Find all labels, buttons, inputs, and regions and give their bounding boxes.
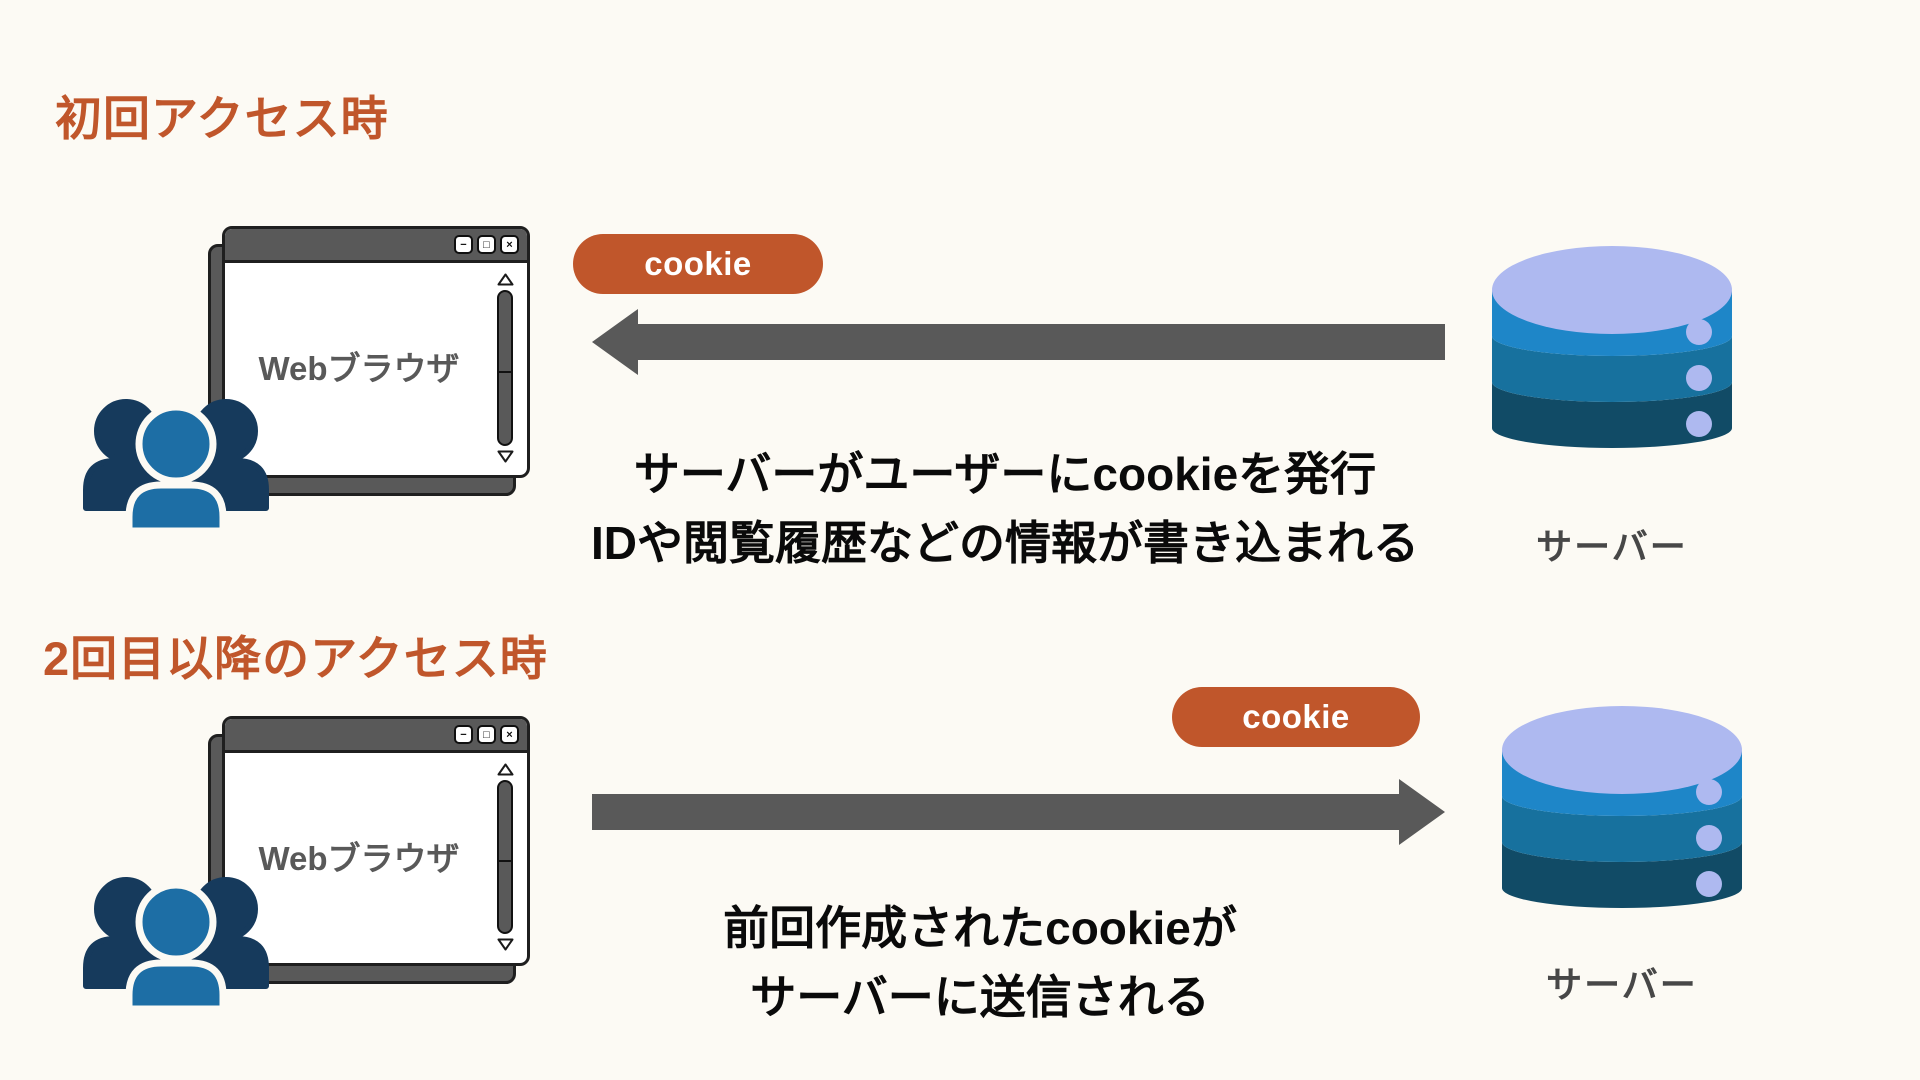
maximize-icon: □	[477, 725, 496, 744]
browser-label: Webブラウザ	[258, 839, 460, 877]
arrow-left-icon	[592, 309, 1445, 375]
caption-line: 前回作成されたcookieが	[723, 902, 1237, 954]
caption-first-access: サーバーがユーザーにcookieを発行 IDや閲覧履歴などの情報が書き込まれる	[555, 440, 1455, 578]
users-icon	[83, 877, 269, 1012]
cookie-badge: cookie	[1172, 687, 1420, 747]
arrow-right-icon	[592, 779, 1445, 845]
scroll-down-icon	[497, 938, 513, 951]
cookie-badge: cookie	[573, 234, 823, 294]
server-label: サーバー	[1546, 964, 1698, 1005]
section-title-first-access: 初回アクセス時	[55, 92, 389, 145]
users-icon	[83, 399, 269, 534]
scrollbar-thumb	[497, 290, 513, 446]
scrollbar	[496, 273, 514, 463]
browser-content: Webブラウザ	[225, 263, 527, 472]
close-icon: ×	[500, 725, 519, 744]
scrollbar-thumb-line	[499, 371, 511, 374]
caption-line: サーバーがユーザーにcookieを発行	[633, 448, 1377, 500]
scroll-up-icon	[497, 273, 513, 286]
caption-repeat-access: 前回作成されたcookieが サーバーに送信される	[545, 894, 1415, 1032]
browser-label: Webブラウザ	[258, 350, 460, 388]
minimize-icon: −	[454, 235, 473, 254]
caption-line: IDや閲覧履歴などの情報が書き込まれる	[591, 517, 1419, 569]
server-icon	[1502, 706, 1742, 908]
server-icon	[1492, 246, 1732, 448]
browser-window-2: − □ × Webブラウザ	[208, 716, 530, 984]
caption-line: サーバーに送信される	[750, 971, 1210, 1023]
close-icon: ×	[500, 235, 519, 254]
scrollbar	[496, 763, 514, 951]
scrollbar-thumb-line	[499, 860, 511, 862]
scrollbar-thumb	[497, 780, 513, 934]
browser-window-front: − □ × Webブラウザ	[222, 226, 530, 478]
browser-content: Webブラウザ	[225, 753, 527, 960]
browser-window-1: − □ × Webブラウザ	[208, 226, 530, 496]
minimize-icon: −	[454, 725, 473, 744]
scroll-up-icon	[497, 763, 513, 776]
maximize-icon: □	[477, 235, 496, 254]
browser-window-front: − □ × Webブラウザ	[222, 716, 530, 966]
browser-titlebar: − □ ×	[225, 719, 527, 753]
scroll-down-icon	[497, 450, 513, 463]
section-title-repeat-access: 2回目以降のアクセス時	[43, 632, 548, 685]
browser-titlebar: − □ ×	[225, 229, 527, 263]
server-label: サーバー	[1536, 526, 1688, 567]
